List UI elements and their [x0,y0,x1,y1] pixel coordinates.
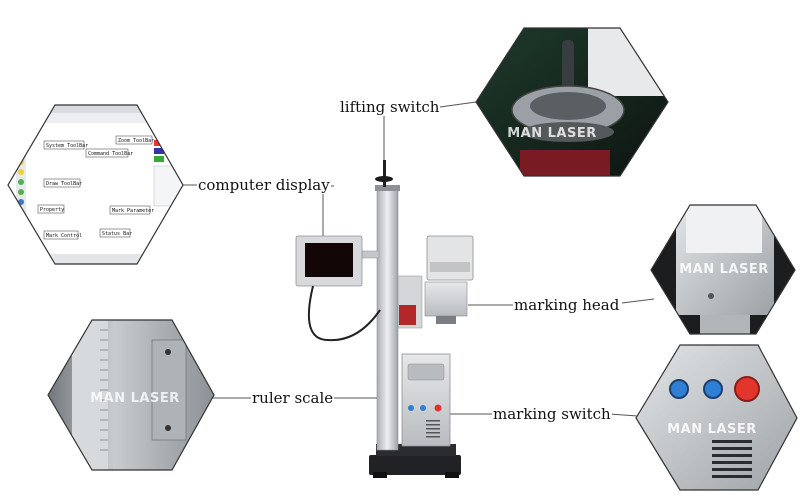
cabinet-button-blue-2 [420,405,426,411]
ui-mark-control: Mark Control [46,233,82,239]
laser-source-box [426,235,474,281]
lifting-handle-rod [383,160,386,187]
ui-draw-toolbar: Draw ToolBar [46,181,82,187]
ui-status-bar: Status Bar [102,231,132,237]
leader-marking-head-h [621,298,655,304]
switch-button-red [734,376,760,402]
computer-display-unit [295,235,363,287]
leader-marking-switch-h [608,413,638,417]
machine-pillar [376,187,399,451]
label-computer-display: computer display [197,176,331,194]
ui-system-toolbar: System ToolBar [46,143,88,149]
marking-head-lens [436,316,456,324]
watermark-lifting: MAN LASER [507,126,597,141]
label-marking-head: marking head [513,296,621,314]
watermark-switch: MAN LASER [667,422,757,437]
detail-ruler-scale: MAN LASER [47,319,215,471]
leader-lifting-switch-h [439,101,477,108]
switch-button-blue-1 [669,379,689,399]
detail-computer-software: System ToolBar Command ToolBar Zoom Tool… [7,104,184,265]
pillar-top-cap [375,185,400,191]
lifting-handle-knob [375,176,393,182]
cabinet-button-red [434,404,442,412]
display-screen [305,243,353,277]
ui-mark-parameter: Mark Parameter [112,208,154,214]
label-ruler-scale: ruler scale [251,389,335,407]
watermark-head: MAN LASER [679,262,769,277]
marking-head-unit [424,281,468,317]
detail-marking-head: MAN LASER [650,204,796,335]
detail-lifting-switch: MAN LASER [475,27,669,177]
ui-property: Property [40,207,64,213]
switch-button-blue-2 [703,379,723,399]
machine-base [369,455,461,475]
ui-zoom-toolbar: Zoom ToolBar [118,138,154,144]
base-foot-left [373,472,387,478]
control-cabinet [401,353,451,447]
head-red-block [399,305,416,325]
ui-command-toolbar: Command ToolBar [88,151,133,157]
detail-marking-switch: MAN LASER [635,344,798,491]
cabinet-button-blue-1 [408,405,414,411]
label-marking-switch: marking switch [492,405,612,423]
laser-marking-machine [295,160,474,478]
watermark-ruler: MAN LASER [90,391,180,406]
display-cable [307,285,381,342]
base-foot-right [445,472,459,478]
label-lifting-switch: lifting switch [339,98,441,116]
